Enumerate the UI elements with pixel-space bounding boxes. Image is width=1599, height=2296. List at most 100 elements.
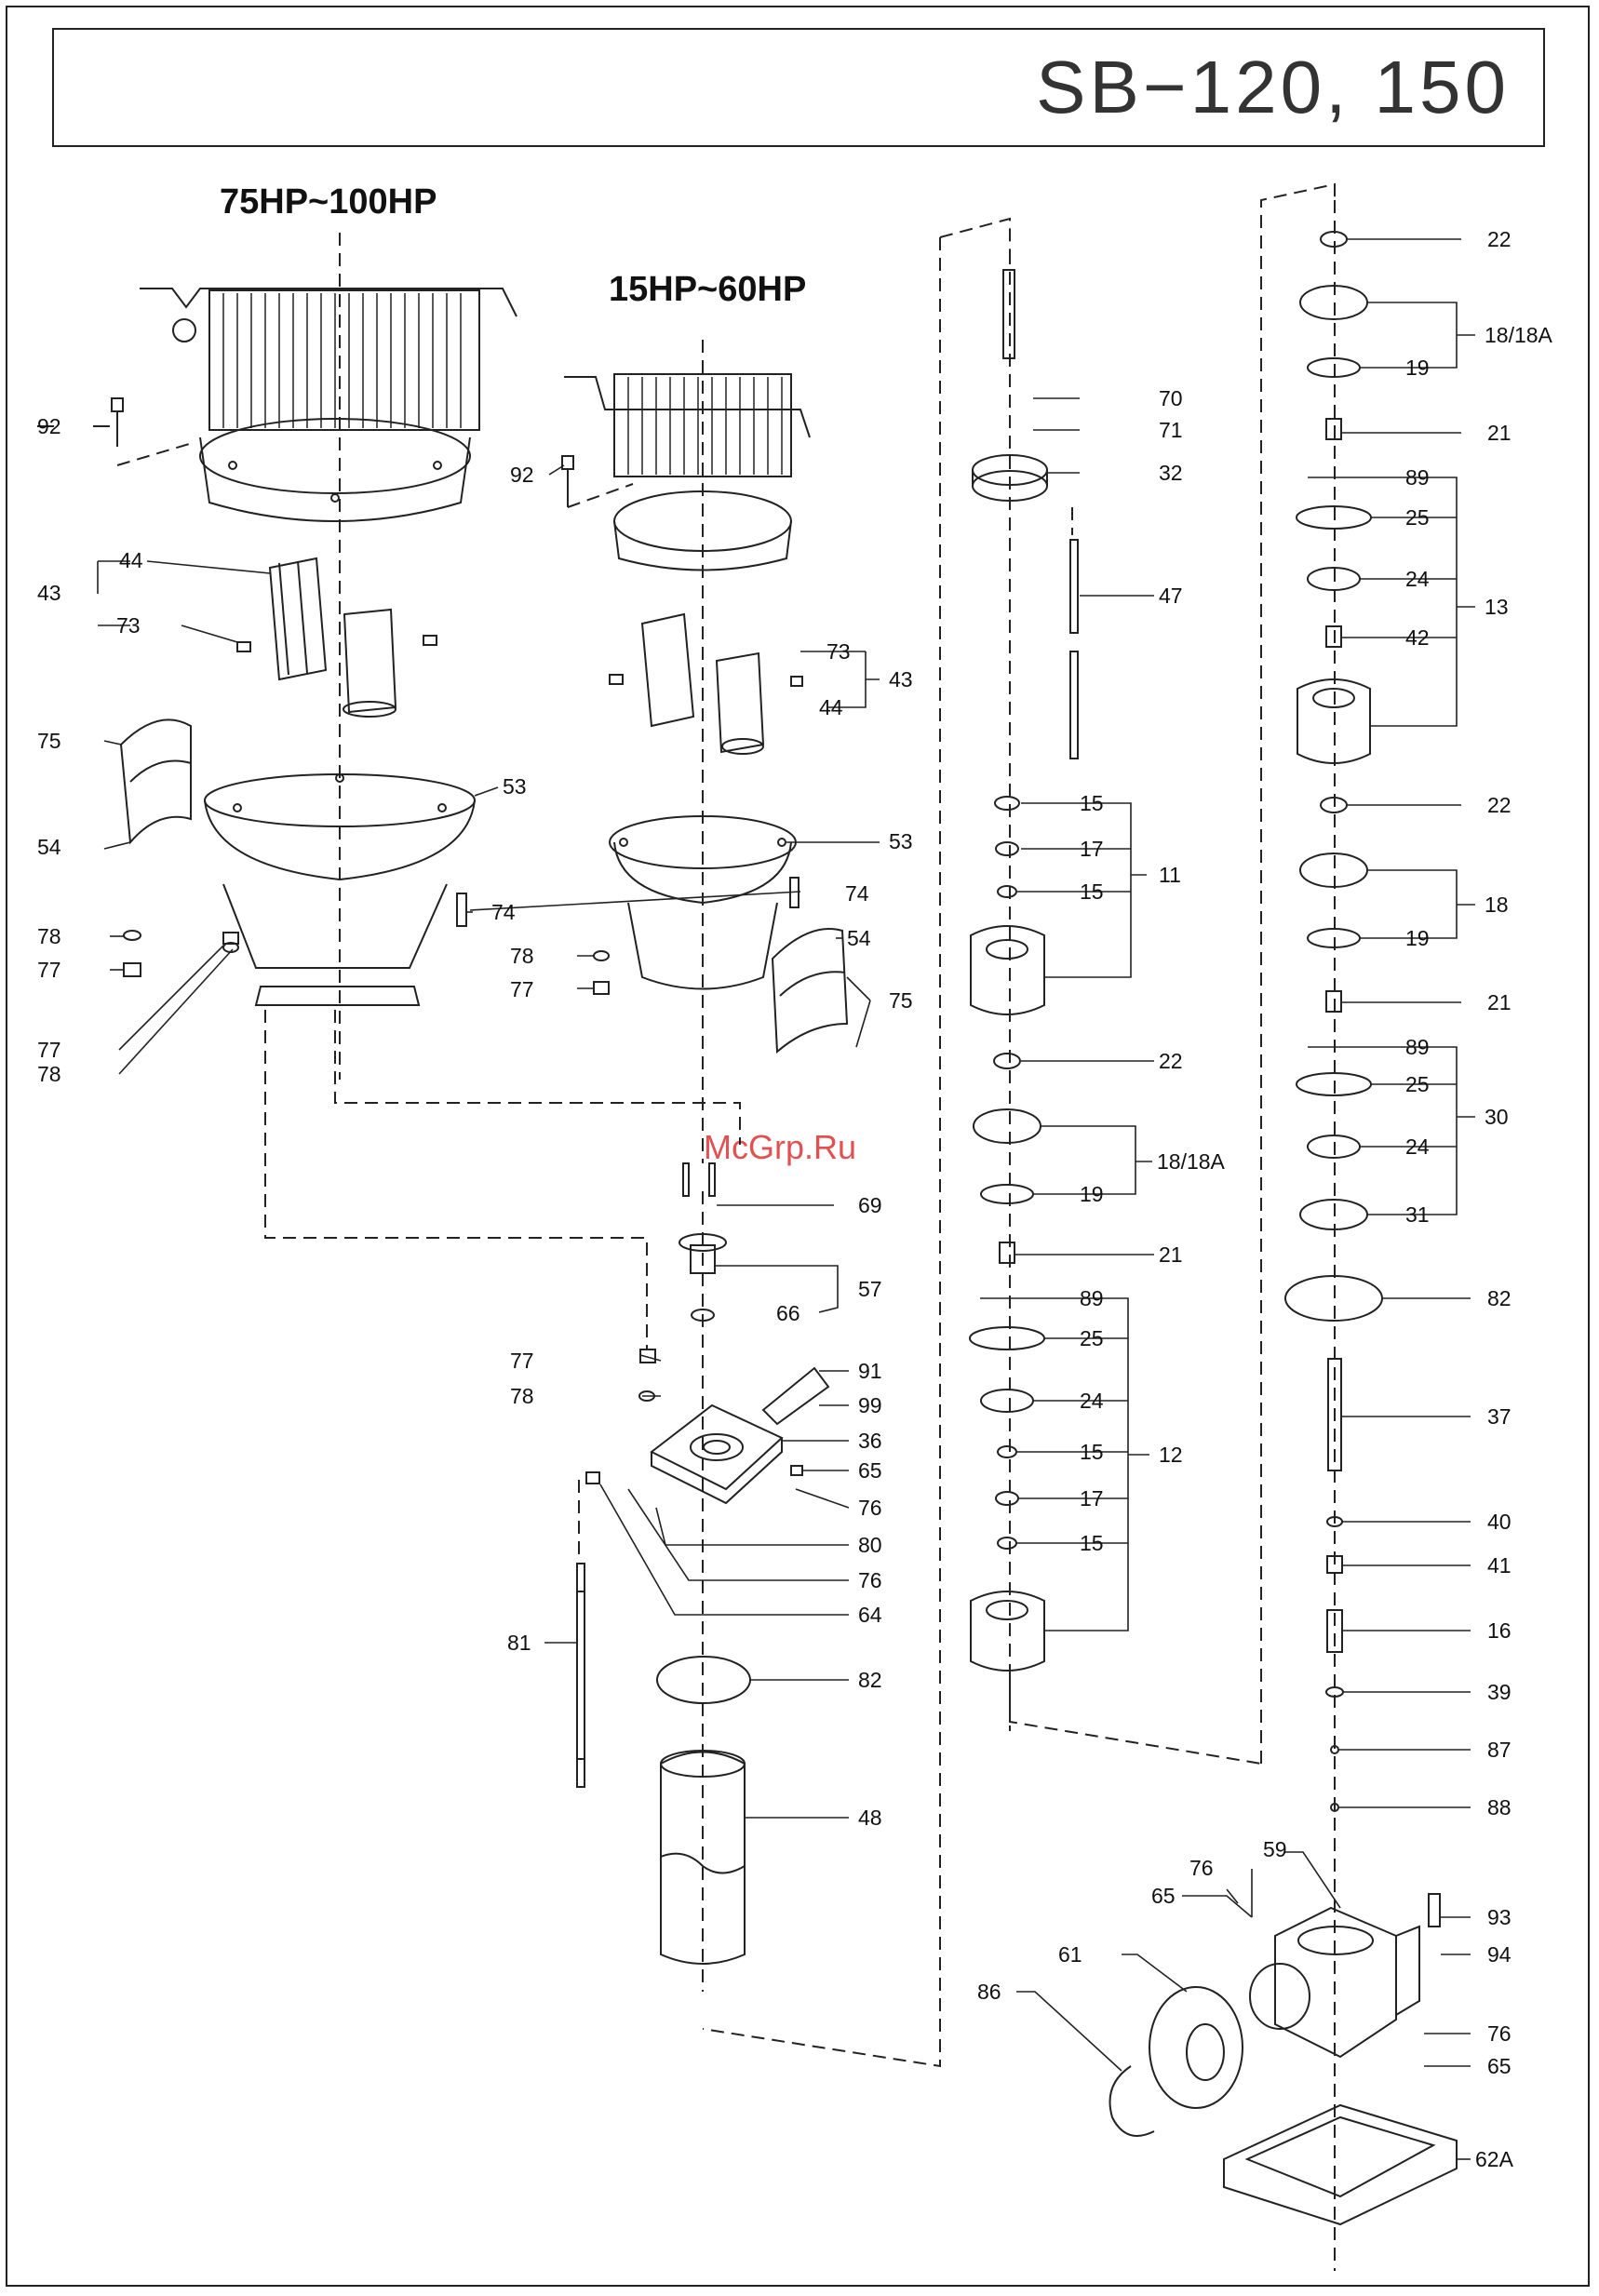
- label-70: 70: [1159, 386, 1183, 410]
- washer-nut-small: [593, 877, 800, 995]
- label-17: 17: [1080, 837, 1104, 861]
- label-36: 36: [858, 1429, 882, 1453]
- snap-ring-86: [1109, 2065, 1155, 2137]
- label-31: 31: [1405, 1202, 1430, 1227]
- label-24: 24: [1405, 1135, 1430, 1159]
- guard-54-big: [119, 718, 192, 845]
- base-59: [1249, 1893, 1441, 2059]
- label-44: 44: [119, 548, 143, 572]
- label-13: 13: [1485, 595, 1509, 619]
- label-24: 24: [1080, 1389, 1104, 1413]
- assembly-lines: [116, 182, 1336, 2271]
- label-92: 92: [510, 463, 534, 487]
- label-17: 17: [1080, 1486, 1104, 1511]
- label-86: 86: [977, 1980, 1001, 2004]
- label-18-18a: 18/18A: [1157, 1149, 1226, 1174]
- leader-lines: [97, 238, 1475, 2160]
- motor-75-100hp: [140, 288, 517, 522]
- page-border: [6, 6, 1590, 2287]
- label-80: 80: [858, 1533, 882, 1557]
- label-19: 19: [1405, 926, 1430, 950]
- label-66: 66: [776, 1301, 800, 1325]
- tie-rod-81: [576, 1563, 585, 1788]
- label-71: 71: [1159, 418, 1183, 442]
- label-30: 30: [1485, 1105, 1509, 1129]
- label-57: 57: [858, 1277, 882, 1301]
- label-21: 21: [1487, 421, 1512, 445]
- label-48: 48: [858, 1806, 882, 1830]
- label-76: 76: [858, 1568, 882, 1592]
- label-77: 77: [510, 977, 534, 1001]
- base-plate-62a: [1223, 2103, 1458, 2226]
- screw-92-big: [111, 397, 124, 447]
- label-76: 76: [1189, 1856, 1214, 1880]
- label-94: 94: [1487, 1942, 1512, 1967]
- label-15: 15: [1080, 879, 1104, 904]
- label-19: 19: [1405, 356, 1430, 380]
- label-22: 22: [1487, 227, 1512, 251]
- label-88: 88: [1487, 1795, 1512, 1819]
- label-93: 93: [1487, 1905, 1512, 1929]
- label-74: 74: [491, 900, 516, 924]
- guard-54-small: [771, 928, 849, 1054]
- label-32: 32: [1159, 461, 1183, 485]
- label-42: 42: [1405, 625, 1430, 650]
- label-40: 40: [1487, 1510, 1512, 1534]
- label-69: 69: [858, 1193, 882, 1217]
- stage-11: [970, 796, 1045, 1015]
- label-78: 78: [37, 1062, 61, 1086]
- label-77: 77: [37, 958, 61, 982]
- label-75: 75: [889, 988, 913, 1013]
- label-53: 53: [503, 774, 527, 799]
- label-64: 64: [858, 1603, 882, 1627]
- label-15: 15: [1080, 791, 1104, 815]
- model-title: SB−120, 150: [1036, 46, 1510, 128]
- label-73: 73: [826, 639, 851, 664]
- label-53: 53: [889, 829, 913, 853]
- motor-15-60hp: [564, 373, 811, 571]
- screw-92-small: [561, 455, 574, 507]
- label-15: 15: [1080, 1531, 1104, 1555]
- label-65: 65: [858, 1458, 882, 1483]
- coupling-43-big: [236, 557, 437, 718]
- label-78: 78: [510, 944, 534, 968]
- label-18-18a: 18/18A: [1485, 323, 1553, 347]
- label-19: 19: [1080, 1182, 1104, 1206]
- label-37: 37: [1487, 1404, 1512, 1429]
- label-61: 61: [1058, 1942, 1082, 1967]
- label-76: 76: [1487, 2021, 1512, 2046]
- label-22: 22: [1487, 793, 1512, 817]
- label-89: 89: [1080, 1286, 1104, 1310]
- label-75: 75: [37, 729, 61, 753]
- label-47: 47: [1159, 584, 1183, 608]
- label-12: 12: [1159, 1443, 1183, 1467]
- label-43: 43: [889, 667, 913, 691]
- label-25: 25: [1405, 1072, 1430, 1096]
- label-76: 76: [858, 1496, 882, 1520]
- label-99: 99: [858, 1393, 882, 1417]
- label-77: 77: [510, 1349, 534, 1373]
- flange-61: [1149, 1986, 1243, 2109]
- shaft-47: [1069, 539, 1079, 759]
- label-78: 78: [510, 1384, 534, 1408]
- label-87: 87: [1487, 1738, 1512, 1762]
- label-77: 77: [37, 1038, 61, 1062]
- label-54: 54: [847, 926, 871, 950]
- label-11: 11: [1159, 863, 1181, 887]
- label-24: 24: [1405, 567, 1430, 591]
- watermark: McGrp.Ru: [704, 1128, 857, 1166]
- label-39: 39: [1487, 1680, 1512, 1704]
- label-82: 82: [1487, 1286, 1512, 1310]
- label-54: 54: [37, 835, 61, 859]
- coupling-43-small: [609, 612, 803, 755]
- label-89: 89: [1405, 1035, 1430, 1059]
- heading-75-100hp: 75HP~100HP: [220, 182, 437, 222]
- label-15: 15: [1080, 1440, 1104, 1464]
- label-78: 78: [37, 924, 61, 948]
- label-92: 92: [37, 414, 61, 438]
- label-59: 59: [1263, 1837, 1287, 1861]
- label-81: 81: [507, 1631, 531, 1655]
- label-82: 82: [858, 1668, 882, 1692]
- seal-housing-36: [585, 1366, 830, 1505]
